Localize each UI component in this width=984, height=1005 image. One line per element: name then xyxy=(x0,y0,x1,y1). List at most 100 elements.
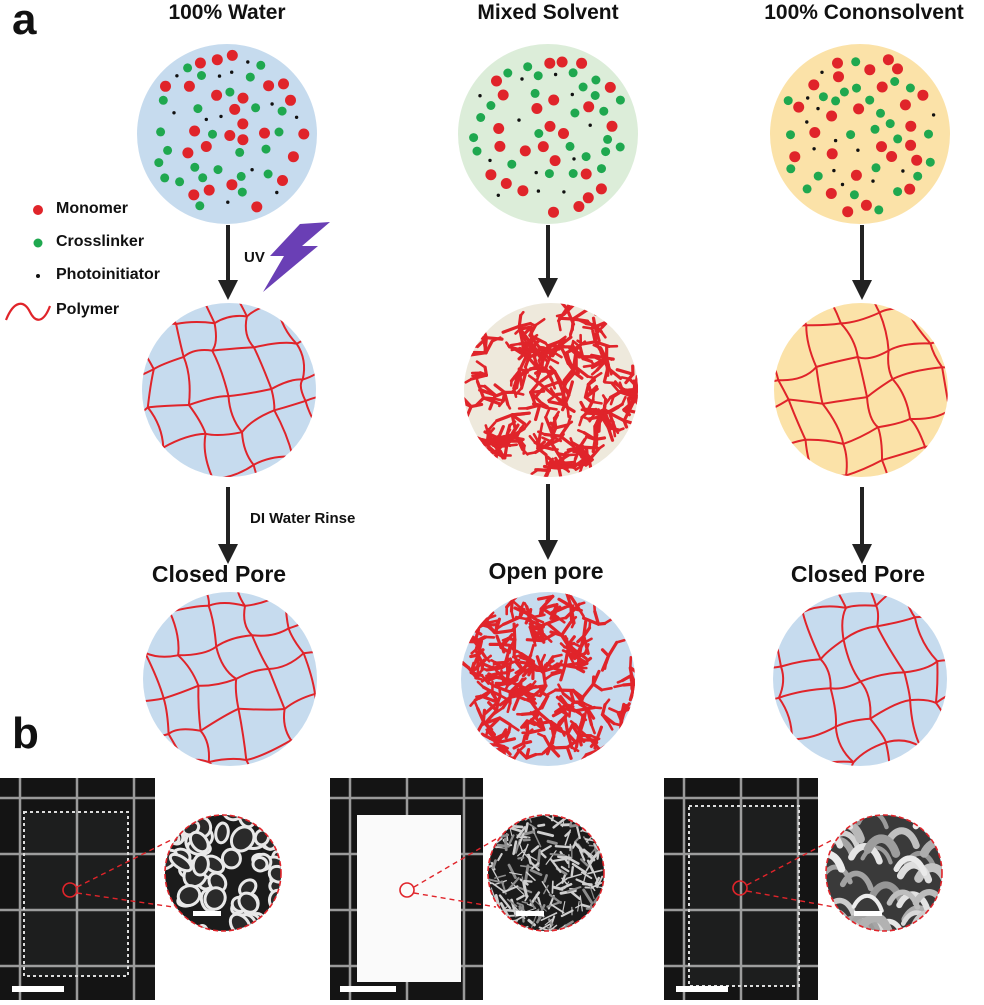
polymer-strand xyxy=(277,848,313,868)
polymer-strand xyxy=(347,240,383,246)
crosslinker-dot xyxy=(582,152,591,161)
polymer-strand xyxy=(15,202,47,205)
sem-strut xyxy=(527,813,528,818)
polymer-branch xyxy=(540,478,546,485)
sem-strut xyxy=(569,931,577,934)
polymer-strand xyxy=(241,472,254,515)
polymer-strand xyxy=(113,528,146,529)
polymer-strand xyxy=(358,428,387,429)
scale-bar xyxy=(340,986,396,992)
legend-crosslinker-dot xyxy=(34,239,43,248)
polymer-strand xyxy=(143,532,187,539)
polymer-strand xyxy=(647,329,659,359)
polymer-strand xyxy=(668,684,701,695)
polymer-strand xyxy=(431,303,449,329)
photoinitiator-dot xyxy=(275,191,278,194)
crosslinker-dot xyxy=(251,103,260,112)
polymer-strand xyxy=(779,600,784,644)
polymer-branch xyxy=(635,684,644,692)
polymer-strand xyxy=(972,361,984,395)
polymer-strand xyxy=(896,223,925,234)
monomer-dot xyxy=(548,95,559,106)
monomer-dot xyxy=(182,147,193,158)
polymer-strand xyxy=(650,659,668,695)
polymer-strand xyxy=(283,814,311,823)
polymer-strand xyxy=(747,643,783,648)
polymer-branch xyxy=(594,708,600,709)
polymer-strand xyxy=(330,363,357,395)
polymer-branch xyxy=(588,376,593,377)
polymer-strand xyxy=(352,500,374,524)
sem-strut xyxy=(539,806,548,815)
polymer-strand xyxy=(324,458,339,497)
crosslinker-dot xyxy=(160,173,169,182)
polymer-strand xyxy=(725,617,772,629)
polymer-strand xyxy=(696,523,702,562)
polymer-strand xyxy=(23,311,47,330)
polymer-strand xyxy=(887,774,926,787)
polymer-branch xyxy=(489,470,494,474)
polymer-strand xyxy=(379,269,417,279)
polymer-strand xyxy=(970,766,973,804)
monomer-dot xyxy=(538,141,549,152)
polymer-strand xyxy=(821,264,866,285)
crosslinker-dot xyxy=(926,158,935,167)
polymer-strand xyxy=(783,247,812,254)
crosslinker-dot xyxy=(886,119,895,128)
polymer-strand xyxy=(409,636,428,668)
polymer-strand xyxy=(26,531,47,574)
crosslinker-dot xyxy=(225,88,234,97)
photoinitiator-dot xyxy=(841,183,844,186)
polymer-branch xyxy=(621,718,622,735)
polymer-strand xyxy=(358,319,378,359)
crosslinker-dot xyxy=(531,89,540,98)
monomer-dot xyxy=(493,123,504,134)
legend-monomer-dot xyxy=(33,205,43,215)
polymer-branch xyxy=(638,673,641,681)
polymer-strand xyxy=(796,487,845,490)
sem-strut xyxy=(573,933,579,934)
polymer-strand xyxy=(670,397,673,432)
polymer-strand xyxy=(631,534,654,537)
polymer-strand xyxy=(0,657,30,661)
polymer-strand xyxy=(975,516,984,521)
monomer-dot xyxy=(548,207,559,218)
polymer-branch xyxy=(582,410,590,412)
monomer-dot xyxy=(853,103,864,114)
crosslinker-dot xyxy=(238,188,247,197)
legend-label-crosslinker: Crosslinker xyxy=(56,234,144,250)
polymer-strand xyxy=(958,488,975,521)
polymer-strand xyxy=(670,384,704,397)
polymer-strand xyxy=(435,451,456,492)
sem-ridge xyxy=(919,812,947,827)
polymer-strand xyxy=(759,736,792,740)
polymer-strand xyxy=(0,661,10,704)
polymer-strand xyxy=(945,845,984,859)
polymer-branch xyxy=(499,688,500,695)
sem-strut xyxy=(606,879,613,882)
polymer-strand xyxy=(38,536,88,557)
polymer-strand xyxy=(369,647,391,678)
polymer-branch xyxy=(510,445,517,446)
photoinitiator-dot xyxy=(478,94,481,97)
polymer-strand xyxy=(384,437,395,474)
polymer-strand xyxy=(680,548,682,594)
polymer-strand xyxy=(189,234,222,255)
polymer-strand xyxy=(642,405,652,443)
polymer-branch xyxy=(512,348,520,350)
polymer-strand xyxy=(442,735,455,781)
polymer-strand xyxy=(329,479,372,489)
polymer-strand xyxy=(823,793,855,809)
monomer-dot xyxy=(237,118,248,129)
polymer-branch xyxy=(545,435,560,437)
polymer-strand xyxy=(53,583,64,618)
polymer-strand xyxy=(320,729,366,732)
polymer-strand xyxy=(745,247,783,269)
crosslinker-dot xyxy=(569,68,578,77)
monomer-dot xyxy=(259,128,270,139)
monomer-dot xyxy=(288,151,299,162)
polymer-branch xyxy=(580,447,597,448)
sem-strut xyxy=(493,816,507,825)
monomer-dot xyxy=(277,175,288,186)
crosslinker-dot xyxy=(840,88,849,97)
